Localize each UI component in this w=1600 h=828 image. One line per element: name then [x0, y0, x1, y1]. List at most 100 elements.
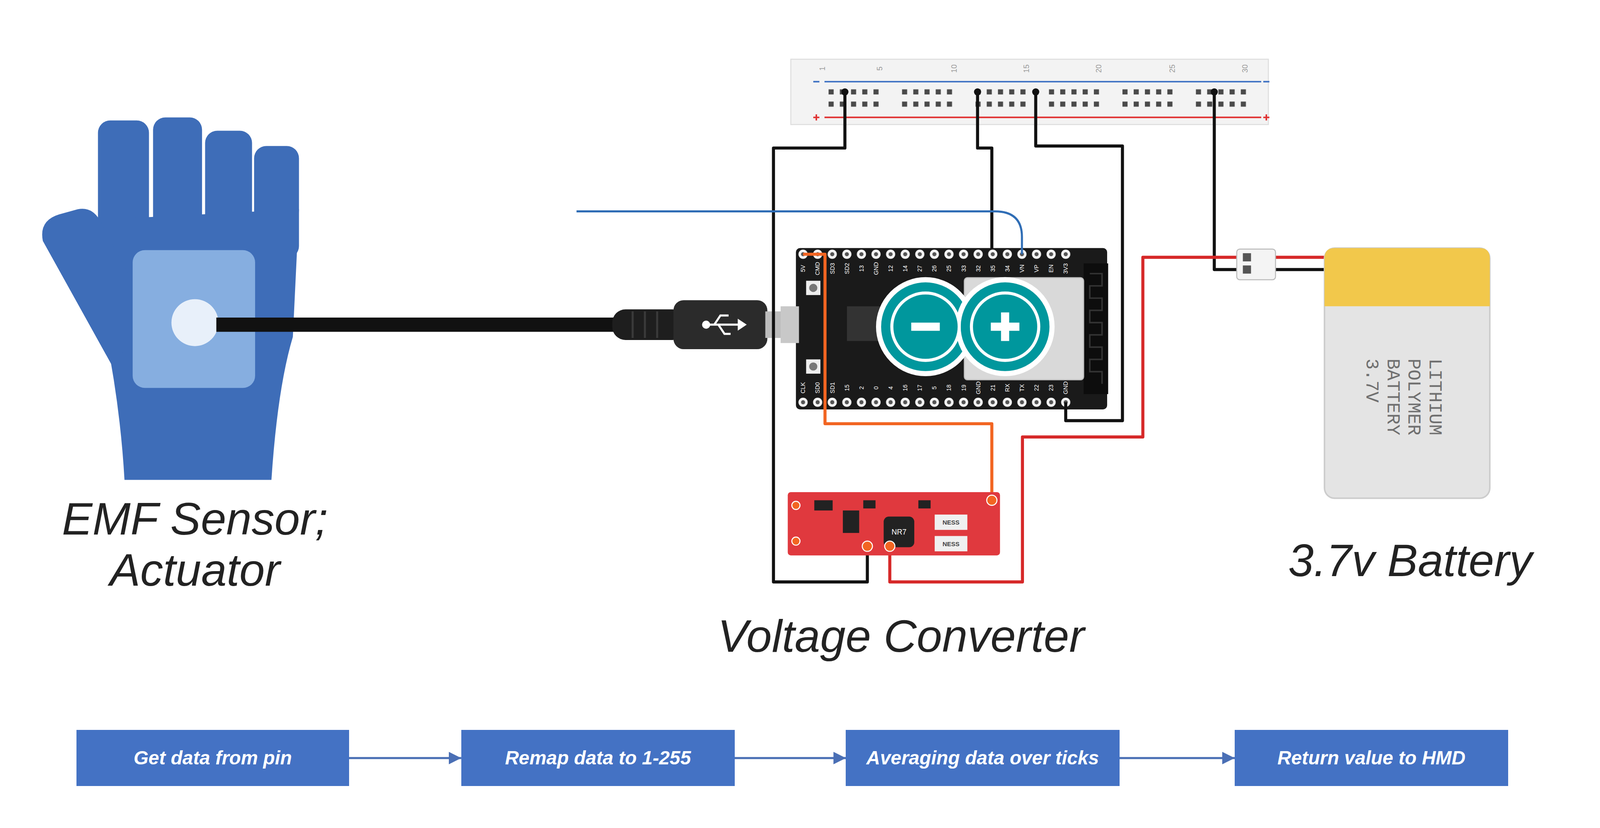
part-label: Voltage Converter [717, 610, 1085, 662]
part-label: EMF Sensor; Actuator [36, 492, 353, 596]
battery-lead [1275, 268, 1327, 271]
usb-port [780, 306, 799, 343]
pin-name: 2 [858, 386, 865, 390]
connector-pin [1243, 253, 1252, 262]
smd-part [934, 536, 968, 552]
emf-sensor [171, 299, 219, 347]
part-label: 3.7v Battery [1288, 534, 1533, 586]
usb-plug [673, 300, 768, 350]
smd-part [918, 500, 931, 509]
pin-name: VP [1033, 264, 1040, 273]
pin-name: GND [873, 261, 879, 275]
glove-palm [102, 209, 300, 480]
smd-part [863, 500, 876, 509]
column-number: 20 [1095, 64, 1103, 73]
pcb-antenna [1083, 263, 1109, 394]
process-box: Return value to HMD [1234, 729, 1509, 786]
process-box: Remap data to 1-255 [461, 729, 735, 786]
ground-wire [1035, 91, 1123, 421]
header-pins [795, 248, 1074, 410]
signal-wire [576, 211, 1022, 254]
antenna-trace [1089, 273, 1102, 384]
pin-name: 34 [1004, 265, 1011, 272]
pin-name: 25 [945, 265, 952, 272]
pin-name: 3V3 [1062, 263, 1069, 274]
button-cap [809, 362, 818, 371]
pin-name: 0 [873, 386, 879, 390]
ground-wire [1214, 91, 1240, 270]
pin-name: 32 [975, 265, 982, 272]
pin-name: CLK [800, 382, 806, 394]
breadboard-holes [824, 87, 1264, 111]
pin-name: 21 [989, 384, 996, 392]
solder-pads [791, 494, 997, 552]
pin-name: SD0 [814, 382, 821, 394]
pin-name: 12 [887, 265, 894, 272]
pin-name: GND [975, 381, 982, 395]
pin-name: SD1 [829, 382, 836, 394]
smd-part [934, 514, 968, 530]
rail-polarity-signs [813, 81, 1270, 121]
column-number: 1 [818, 66, 827, 71]
breadboard [790, 59, 1269, 125]
pin-name: 26 [931, 265, 938, 272]
lipo-battery [1324, 248, 1490, 499]
pin-name: SD3 [829, 262, 836, 274]
component-marking: NESS [942, 540, 960, 547]
usb-symbol [703, 315, 746, 334]
pin-name: 5V [800, 264, 806, 272]
pin-name: 19 [960, 384, 967, 392]
breadboard-minus-rail [824, 81, 1262, 83]
pin-name: 5 [931, 386, 938, 390]
voltage-converter [787, 492, 1001, 556]
connector-pin [1243, 265, 1252, 274]
pin-name: RX [1004, 384, 1011, 392]
battery-print: LITHIUM POLYMER BATTERY 3.7V [1361, 358, 1445, 442]
component-marking: NESS [942, 519, 960, 526]
battery-lead [1275, 255, 1327, 259]
pin-name: 18 [945, 384, 952, 392]
component-marking: NR7 [891, 528, 907, 536]
column-number: 5 [876, 66, 884, 71]
smd-part [814, 500, 833, 511]
pin-name: VN [1019, 264, 1025, 273]
column-number: 10 [950, 64, 958, 73]
arduino-logo [878, 279, 1052, 374]
pin-name: 4 [887, 386, 894, 390]
battery-band [1324, 248, 1490, 307]
microcontroller-board [795, 248, 1108, 410]
step-label: Return value to HMD [1277, 746, 1466, 770]
flow-arrow [734, 756, 847, 759]
pin-name: 13 [858, 265, 865, 272]
process-box: Get data from pin [76, 729, 350, 786]
pin-name: 16 [902, 384, 909, 392]
pin-name: 14 [902, 265, 909, 272]
step-label: Averaging data over ticks [866, 746, 1100, 770]
glove [41, 117, 299, 480]
step-label: Get data from pin [133, 746, 293, 770]
pin-name: EN [1048, 264, 1054, 273]
process-box: Averaging data over ticks [845, 729, 1120, 786]
pin-name: 17 [916, 384, 923, 392]
pin-name: GND [1062, 381, 1069, 395]
battery-connector [1236, 248, 1276, 280]
supply-wire [802, 254, 992, 501]
ground-wires [773, 91, 1240, 582]
column-number: 30 [1241, 64, 1249, 73]
pin-name: 15 [844, 384, 850, 392]
glove-thumb [41, 208, 145, 370]
pin-name: CMD [814, 261, 821, 276]
pin-name: 22 [1033, 384, 1040, 392]
pin-name: 35 [989, 265, 996, 272]
button-cap [809, 283, 818, 293]
column-number: 25 [1168, 64, 1177, 73]
ground-wire [977, 91, 992, 268]
smd-part [842, 510, 860, 533]
reset-button [806, 280, 821, 295]
column-number: 15 [1022, 64, 1031, 73]
